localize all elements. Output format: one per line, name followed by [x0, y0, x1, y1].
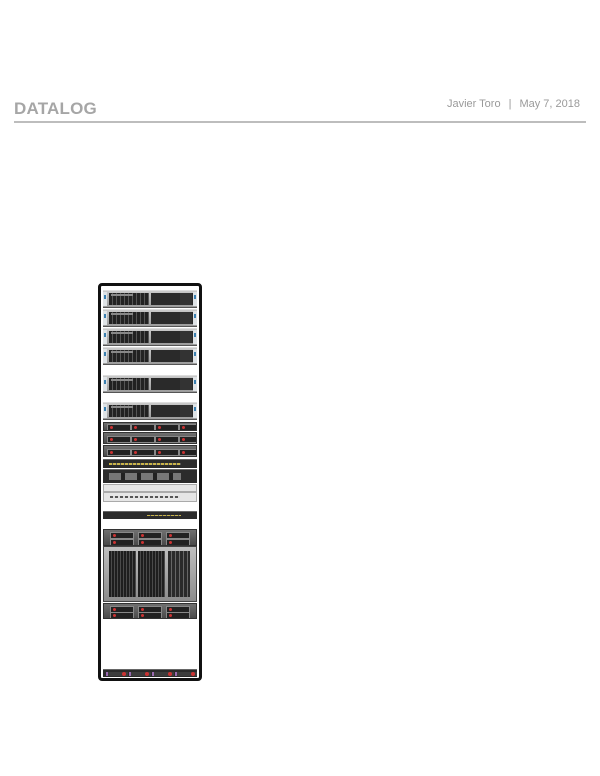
rack-server-4: [103, 347, 197, 365]
drive-enclosure-bottom: [103, 603, 197, 619]
large-storage-server: [103, 546, 197, 602]
server-rack-diagram: [98, 283, 202, 681]
storage-server-2: [103, 445, 197, 457]
page-title: DATALOG: [14, 99, 97, 118]
header-meta: Javier Toro | May 7, 2018: [447, 98, 580, 110]
network-switch-1: [103, 459, 197, 468]
network-switch-4: [103, 492, 197, 502]
rack-server-1: [103, 290, 197, 308]
storage-server-1: [103, 432, 197, 444]
network-switch-2: [103, 469, 197, 483]
rack-server-5: [103, 375, 197, 393]
network-switch-5: [103, 511, 197, 519]
document-date: May 7, 2018: [519, 98, 580, 110]
header-divider: [14, 121, 586, 123]
storage-server-top: [103, 422, 197, 431]
rack-server-3: [103, 328, 197, 346]
rack-server-2: [103, 309, 197, 327]
author-name: Javier Toro: [446, 98, 501, 110]
drive-enclosure-top: [103, 529, 197, 546]
power-distribution-unit: [103, 669, 197, 677]
meta-separator: |: [508, 98, 512, 110]
network-switch-3: [103, 484, 197, 492]
rack-server-6: [103, 402, 197, 420]
